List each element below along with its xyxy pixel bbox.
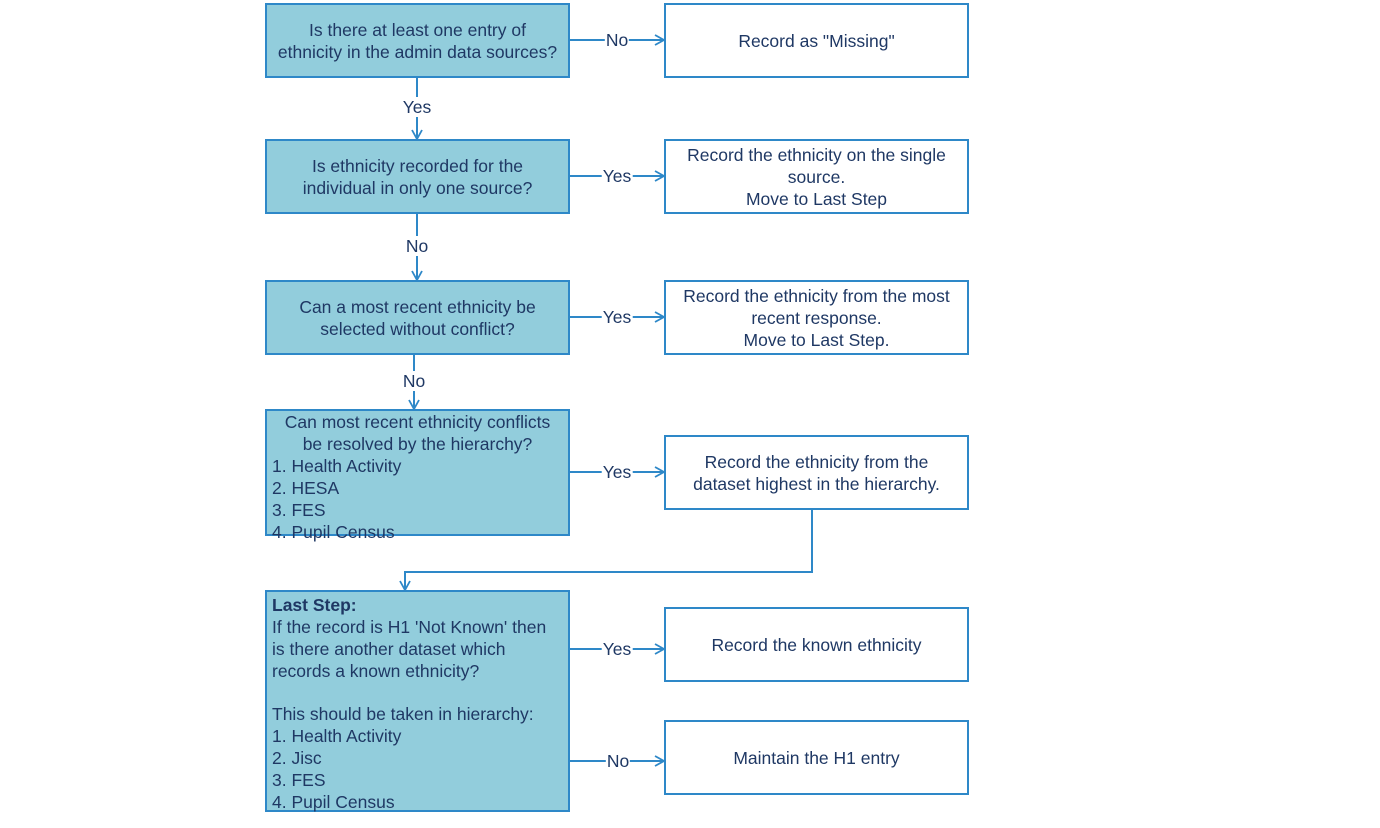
question-text: be resolved by the hierarchy? xyxy=(302,434,533,454)
connector-label-no: No xyxy=(401,371,427,391)
result-text: recent response. xyxy=(751,307,882,328)
connector-label-yes: Yes xyxy=(601,307,633,327)
result-most-recent-response: Record the ethnicity from the most recen… xyxy=(664,280,969,355)
question-at-least-one-entry: Is there at least one entry of ethnicity… xyxy=(265,3,570,78)
result-text: Move to Last Step. xyxy=(743,329,890,350)
result-text: Record as "Missing" xyxy=(738,30,895,51)
result-known-ethnicity: Record the known ethnicity xyxy=(664,607,969,682)
question-last-step: Last Step: If the record is H1 'Not Know… xyxy=(265,590,570,812)
hierarchy-item: 1. Health Activity xyxy=(272,726,402,746)
result-highest-in-hierarchy: Record the ethnicity from the dataset hi… xyxy=(664,435,969,510)
result-record-missing: Record as "Missing" xyxy=(664,3,969,78)
result-text: Record the ethnicity on the single xyxy=(687,144,946,165)
question-hierarchy-resolve: Can most recent ethnicity conflicts be r… xyxy=(265,409,570,542)
result-text: Move to Last Step xyxy=(745,188,888,209)
result-text: Record the ethnicity from the most xyxy=(683,285,950,306)
connector-label-no: No xyxy=(404,236,430,256)
connector-label-no: No xyxy=(604,30,630,50)
question-text: individual in only one source? xyxy=(302,177,533,198)
connector-label-no: No xyxy=(605,751,631,771)
question-text: Is ethnicity recorded for the xyxy=(311,155,524,176)
result-text: source. xyxy=(787,166,846,187)
hierarchy-item: 1. Health Activity xyxy=(272,456,402,476)
question-most-recent-no-conflict: Can a most recent ethnicity be selected … xyxy=(265,280,570,355)
question-text: Can a most recent ethnicity be xyxy=(299,296,536,317)
hierarchy-item: 2. HESA xyxy=(272,478,340,498)
question-text: records a known ethnicity? xyxy=(272,661,480,681)
connector-label-yes: Yes xyxy=(601,166,633,186)
result-single-source: Record the ethnicity on the single sourc… xyxy=(664,139,969,214)
question-text: If the record is H1 'Not Known' then xyxy=(272,617,547,637)
question-text: selected without conflict? xyxy=(320,318,515,339)
result-text: Record the ethnicity from the xyxy=(704,451,929,472)
question-text: ethnicity in the admin data sources? xyxy=(277,41,558,62)
question-text: Can most recent ethnicity conflicts xyxy=(284,412,551,432)
result-text: dataset highest in the hierarchy. xyxy=(693,473,940,494)
result-text: Record the known ethnicity xyxy=(711,634,922,655)
arrow-r4-q5 xyxy=(399,509,813,592)
hierarchy-item: 3. FES xyxy=(272,500,326,520)
connector-label-yes: Yes xyxy=(601,462,633,482)
result-text: Maintain the H1 entry xyxy=(733,747,900,768)
connector-label-yes: Yes xyxy=(601,639,633,659)
question-text: Is there at least one entry of xyxy=(309,19,526,40)
last-step-heading: Last Step: xyxy=(272,595,357,615)
hierarchy-item: 4. Pupil Census xyxy=(272,522,395,542)
hierarchy-item: 4. Pupil Census xyxy=(272,792,395,812)
connector-label-yes: Yes xyxy=(401,97,433,117)
question-text: is there another dataset which xyxy=(272,639,506,659)
hierarchy-item: 2. Jisc xyxy=(272,748,322,768)
question-only-one-source: Is ethnicity recorded for the individual… xyxy=(265,139,570,214)
result-maintain-h1: Maintain the H1 entry xyxy=(664,720,969,795)
hierarchy-item: 3. FES xyxy=(272,770,326,790)
hierarchy-intro: This should be taken in hierarchy: xyxy=(272,704,534,724)
